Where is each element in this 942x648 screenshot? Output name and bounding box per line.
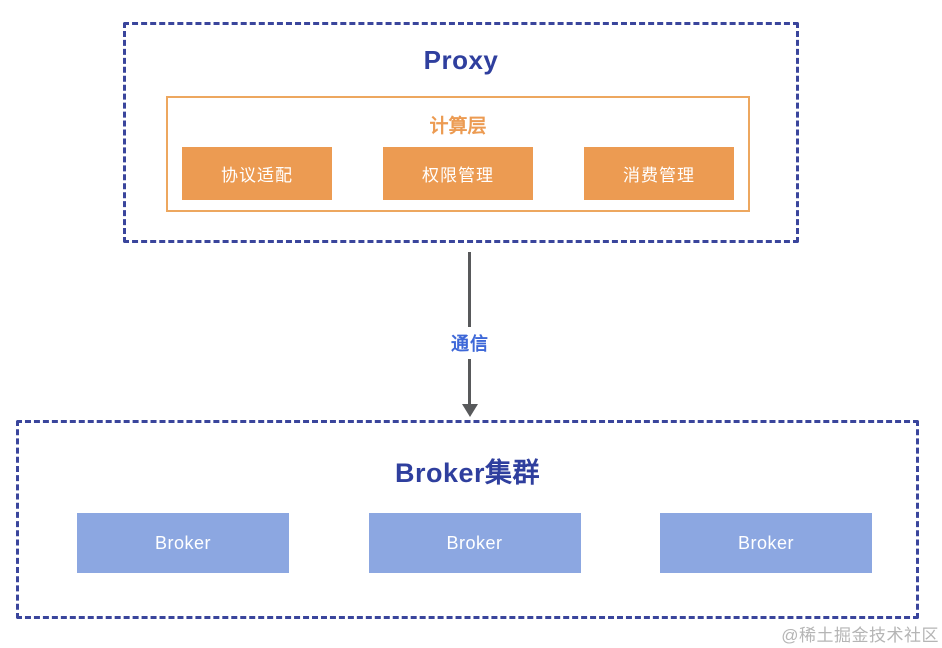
broker-nodes: Broker Broker Broker [77, 513, 872, 573]
module-consumption-management: 消费管理 [584, 147, 734, 200]
broker-node-3: Broker [660, 513, 872, 573]
connection-label: 通信 [438, 327, 502, 359]
broker-cluster-box: Broker集群 Broker Broker Broker [16, 420, 919, 619]
broker-cluster-title: Broker集群 [394, 458, 541, 488]
compute-layer-box: 计算层 协议适配 权限管理 消费管理 [166, 96, 750, 212]
module-permission-management: 权限管理 [383, 147, 533, 200]
module-protocol-adaptation: 协议适配 [182, 147, 332, 200]
broker-node-2: Broker [368, 513, 581, 573]
proxy-group-box: Proxy 计算层 协议适配 权限管理 消费管理 [123, 22, 799, 243]
proxy-title: Proxy [423, 45, 499, 75]
compute-layer-title: 计算层 [429, 116, 487, 137]
compute-layer-modules: 协议适配 权限管理 消费管理 [182, 147, 734, 200]
watermark-text: @稀土掘金技术社区 [781, 626, 939, 645]
broker-node-1: Broker [77, 513, 289, 573]
connection-arrowhead-icon [462, 404, 478, 417]
